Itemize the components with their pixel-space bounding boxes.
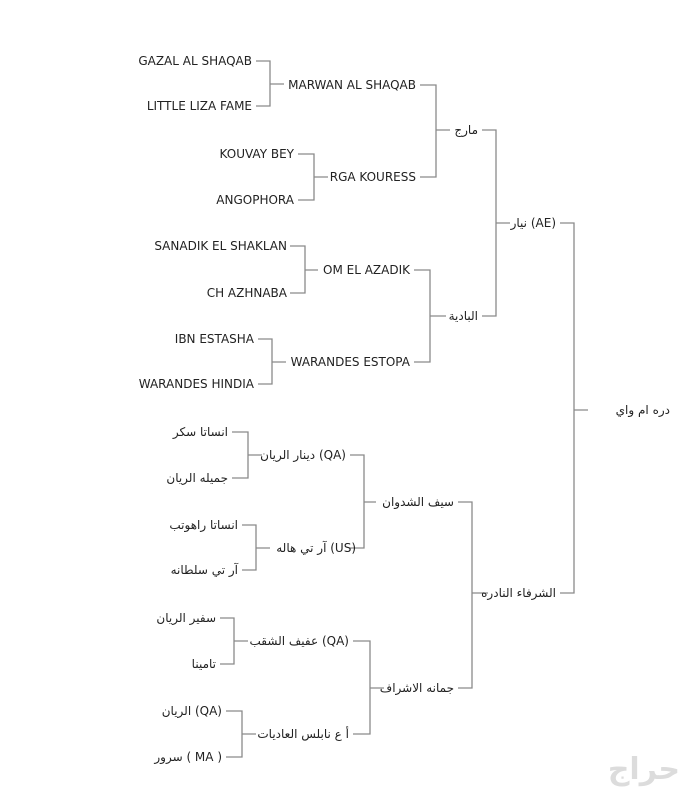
bracket-connector-1 xyxy=(256,60,284,107)
bracket-connector-9 xyxy=(420,84,450,178)
node-gazal-al-shaqab: GAZAL AL SHAQAB xyxy=(138,54,252,68)
node-little-liza-fame: LITTLE LIZA FAME xyxy=(147,99,252,113)
node-dinar-alrayan: دينار الريان (QA) xyxy=(260,448,346,463)
bracket-connector-7 xyxy=(220,617,248,665)
node-marij: مارج xyxy=(454,123,478,138)
bracket-connector-5 xyxy=(232,431,262,479)
bracket-connector-12 xyxy=(353,640,384,735)
node-om-el-azadik: OM EL AZADIK xyxy=(323,263,411,277)
node-saif-alshadwan: سيف الشدوان xyxy=(382,495,454,510)
bracket-connector-13 xyxy=(482,129,510,317)
node-rga-kouress: RGA KOURESS xyxy=(330,170,416,184)
node-kouvay-bey: KOUVAY BEY xyxy=(220,147,295,161)
connector-lines xyxy=(220,60,588,758)
bracket-connector-3 xyxy=(290,245,318,294)
haraj-watermark: حراج xyxy=(607,752,680,787)
bracket-connector-4 xyxy=(258,338,286,385)
node-arti-hala: آر تي هاله (US) xyxy=(276,540,356,556)
node-alrayan-qa: الريان (QA) xyxy=(162,704,222,719)
node-ansata-rahotep: انساتا راهوتب xyxy=(169,518,238,533)
bracket-connector-2 xyxy=(298,153,328,201)
node-marwan-al-shaqab: MARWAN AL SHAQAB xyxy=(288,78,416,92)
bracket-connector-6 xyxy=(242,524,270,571)
bracket-connector-15 xyxy=(560,222,588,594)
node-nabelus: أ ع نابلس العاديات xyxy=(257,726,349,742)
node-ansata-sokar: انساتا سكر xyxy=(172,425,228,440)
node-nayar-ae: نيار (AE) xyxy=(510,216,556,231)
bracket-connector-10 xyxy=(414,269,446,363)
node-labels: GAZAL AL SHAQAB LITTLE LIZA FAME KOUVAY … xyxy=(138,54,670,765)
node-dorra-umm-wai: دره ام واي xyxy=(616,403,670,418)
node-ch-azhnaba: CH AZHNABA xyxy=(207,286,288,300)
node-sanadik-el-shaklan: SANADIK EL SHAKLAN xyxy=(154,239,287,253)
node-angophora: ANGOPHORA xyxy=(216,193,294,207)
node-jumana-alashraf: جمانه الاشراف xyxy=(380,681,454,696)
node-arti-sultana: آر تي سلطانه xyxy=(171,562,239,578)
node-safir-alrayan: سفير الريان xyxy=(156,611,216,626)
node-jamila-alrayan: جميله الريان xyxy=(166,471,228,486)
node-alshurafa-alnadira: الشرفاء النادره xyxy=(481,586,556,601)
node-warandes-hindia: WARANDES HINDIA xyxy=(139,377,255,391)
node-sorour-ma: سرور ( MA ) xyxy=(153,750,222,765)
node-ibn-estasha: IBN ESTASHA xyxy=(175,332,255,346)
node-albadiya: البادية xyxy=(449,309,478,323)
node-warandes-estopa: WARANDES ESTOPA xyxy=(291,355,411,369)
bracket-connector-14 xyxy=(458,501,488,689)
node-tamina: تامينا xyxy=(192,657,216,671)
node-afif-alshaqab: عفيف الشقب (QA) xyxy=(250,634,349,648)
bracket-connector-11 xyxy=(350,454,376,549)
bracket-connector-8 xyxy=(226,710,256,758)
